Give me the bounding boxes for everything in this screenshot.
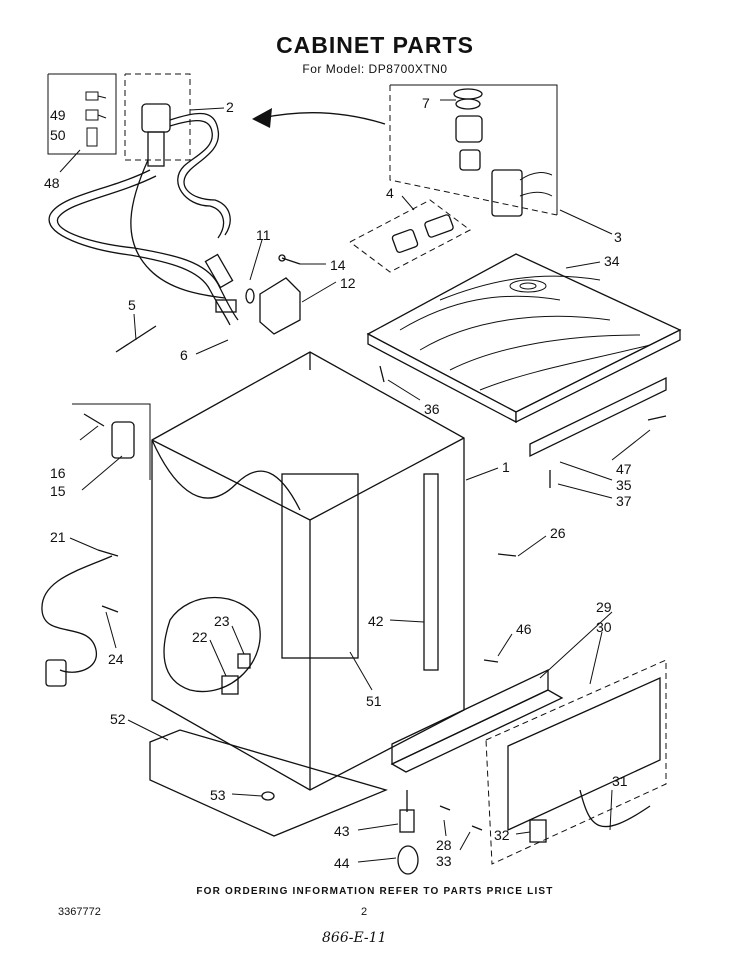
wood-top-34	[366, 253, 682, 424]
screw-47	[647, 415, 667, 421]
base-52	[149, 729, 388, 837]
callout-6: 6	[180, 347, 188, 363]
handwritten-note: 866-E-11	[322, 930, 387, 946]
gasket-11	[245, 288, 255, 304]
leader-lines	[59, 99, 651, 863]
panel-51	[281, 473, 359, 659]
callout-7: 7	[422, 95, 430, 111]
screen-50	[85, 109, 99, 121]
plug-53	[261, 791, 275, 801]
callout-48: 48	[44, 175, 60, 191]
callout-12: 12	[340, 275, 356, 291]
callout-34: 34	[604, 253, 620, 269]
callout-50: 50	[50, 127, 66, 143]
callout-29: 29	[596, 599, 612, 615]
callout-26: 26	[550, 525, 566, 541]
callout-31: 31	[612, 773, 628, 789]
clip-32	[529, 819, 547, 843]
ordering-note: FOR ORDERING INFORMATION REFER TO PARTS …	[196, 886, 554, 897]
callout-53: 53	[210, 787, 226, 803]
callout-15: 15	[50, 483, 66, 499]
callout-22: 22	[192, 629, 208, 645]
callout-33: 33	[436, 853, 452, 869]
callout-1: 1	[502, 459, 510, 475]
screw-46	[483, 659, 499, 663]
strap-22	[221, 675, 239, 695]
callout-labels: 2 49 50 48 7 4 3 34 11 14 12 5 6 36 16 1…	[44, 95, 632, 871]
document-number: 3367772	[58, 906, 101, 918]
callout-36: 36	[424, 401, 440, 417]
fitting	[86, 127, 98, 147]
clip-23	[237, 653, 251, 669]
cabinet-1	[151, 351, 465, 791]
callout-28: 28	[436, 837, 452, 853]
rail-42	[423, 473, 439, 671]
screw-26	[497, 553, 517, 557]
callout-14: 14	[330, 257, 346, 273]
caster-44	[397, 845, 419, 875]
o-ring-7	[453, 88, 483, 100]
inset-box-48	[47, 73, 117, 155]
transfer-arrow	[261, 111, 386, 125]
leg-43	[399, 809, 415, 833]
callout-32: 32	[494, 827, 510, 843]
callout-35: 35	[616, 477, 632, 493]
screw-28	[439, 805, 451, 811]
callout-51: 51	[366, 693, 382, 709]
callout-52: 52	[110, 711, 126, 727]
screw-33	[471, 825, 483, 831]
faucet-adapter	[141, 103, 171, 133]
callout-24: 24	[108, 651, 124, 667]
hose-2	[48, 73, 239, 326]
callout-11: 11	[256, 227, 271, 243]
inlet-valve-4	[349, 199, 471, 273]
callout-42: 42	[368, 613, 384, 629]
page-number: 2	[361, 906, 368, 918]
strip-35	[529, 376, 667, 458]
screw-36	[379, 365, 385, 383]
callout-44: 44	[334, 855, 350, 871]
callout-4: 4	[386, 185, 394, 201]
terminal-block-15	[111, 421, 135, 459]
callout-30: 30	[596, 619, 612, 635]
callout-49: 49	[50, 107, 66, 123]
washer-6	[215, 299, 237, 313]
callout-43: 43	[334, 823, 350, 839]
callout-37: 37	[616, 493, 632, 509]
power-cord-21	[41, 549, 119, 687]
callout-46: 46	[516, 621, 532, 637]
model-subtitle: For Model: DP8700XTN0	[302, 62, 448, 76]
callout-23: 23	[214, 613, 230, 629]
callout-47: 47	[616, 461, 632, 477]
valve-assembly-3	[389, 84, 558, 217]
handle-31	[579, 789, 651, 828]
callout-2: 2	[226, 99, 234, 115]
callout-3: 3	[614, 229, 622, 245]
screw-24	[101, 605, 119, 613]
callout-5: 5	[128, 297, 136, 313]
callout-16: 16	[50, 465, 66, 481]
page-title: CABINET PARTS	[276, 32, 474, 58]
front-rail-29	[391, 668, 549, 766]
callout-21: 21	[50, 529, 66, 545]
screw-16	[83, 413, 105, 427]
washer-49	[85, 91, 99, 101]
bracket-12	[259, 277, 301, 335]
access-panel-30	[485, 659, 667, 865]
